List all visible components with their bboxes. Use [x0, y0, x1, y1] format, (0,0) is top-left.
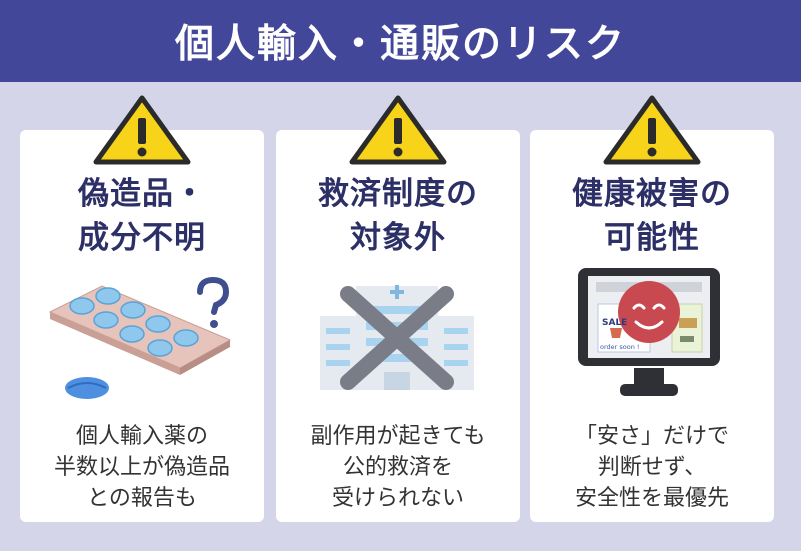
- card-title-line: 可能性: [604, 220, 700, 256]
- warning-icon: [603, 95, 701, 165]
- header-banner: 個人輸入・通販のリスク: [0, 0, 801, 82]
- card-desc-line: 半数以上が偽造品: [53, 455, 230, 480]
- card-title-line: 健康被害の: [572, 176, 732, 212]
- page-title: 個人輸入・通販のリスク: [174, 22, 626, 67]
- card-desc-line: 個人輸入薬の: [75, 424, 208, 449]
- card-desc-line: 受けられない: [331, 486, 464, 511]
- card-title-line: 対象外: [350, 220, 446, 256]
- warning-icon: [93, 95, 191, 165]
- card-desc-line: 安全性を最優先: [574, 486, 729, 511]
- warning-icon: [349, 95, 447, 165]
- card-desc-line: 「安さ」だけで: [574, 424, 729, 449]
- smiling-monitor-icon: [578, 268, 720, 396]
- card-title-line: 偽造品・: [78, 176, 206, 212]
- cross-mark-icon: [340, 286, 454, 390]
- order-soon-label: order soon !: [600, 343, 640, 351]
- sale-label: SALE: [602, 318, 628, 328]
- card-desc-line: との報告も: [87, 486, 197, 511]
- pill-blister-icon: [48, 285, 232, 399]
- card-desc-line: 副作用が起きても: [310, 424, 486, 449]
- card-title-line: 成分不明: [78, 220, 206, 256]
- card-desc-line: 判断せず、: [597, 455, 707, 480]
- card-title-line: 救済制度の: [318, 176, 478, 212]
- question-mark-icon: [197, 276, 230, 328]
- card-desc-line: 公的救済を: [342, 455, 453, 480]
